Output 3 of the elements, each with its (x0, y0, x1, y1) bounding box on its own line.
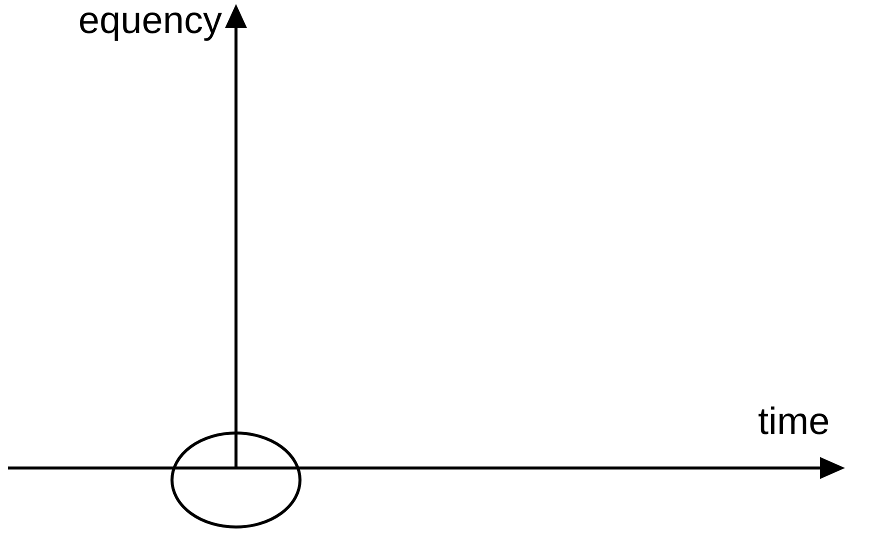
axis-label: time (758, 403, 830, 441)
axis-label: equency (78, 2, 222, 40)
origin-ellipse (170, 432, 302, 528)
